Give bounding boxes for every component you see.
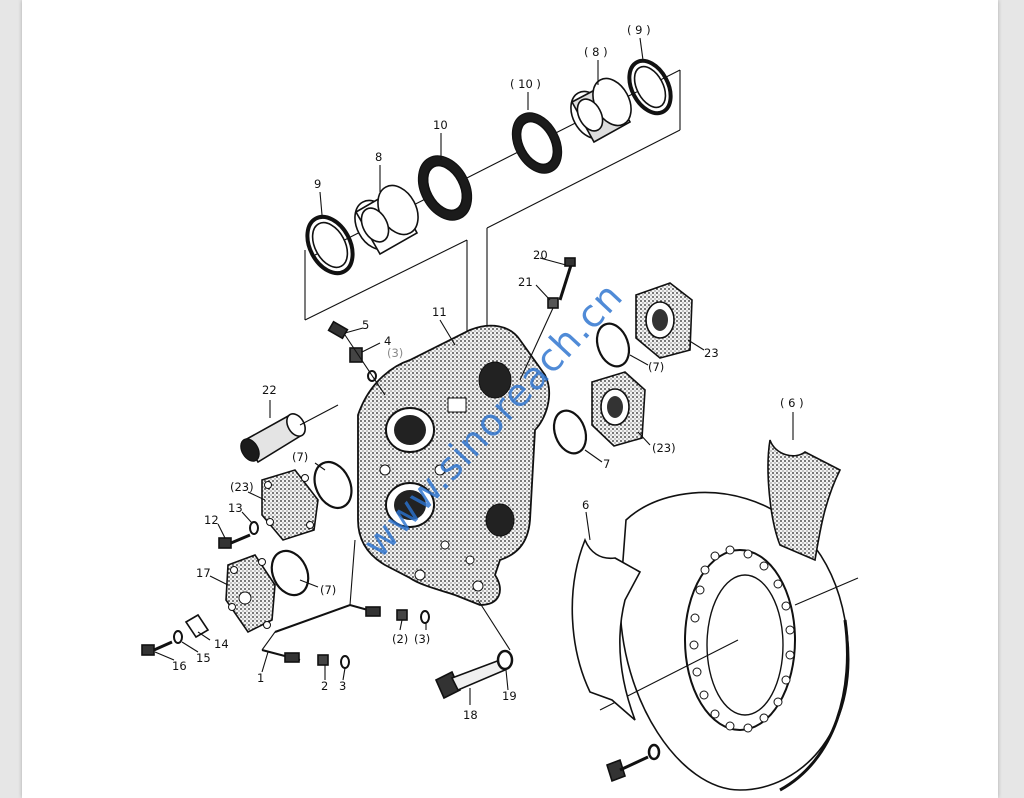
label-1: 1	[257, 671, 264, 685]
label-16: 16	[172, 659, 187, 673]
disc-bolt-holes	[689, 545, 795, 733]
dust-seal-10	[417, 155, 473, 221]
shim-6-front	[571, 537, 642, 721]
label-10: 10	[433, 118, 448, 132]
label-23-paren-left: (23)	[230, 480, 254, 494]
leader-lines	[154, 37, 794, 705]
brake-disc	[599, 491, 859, 792]
cover-23-right-top	[635, 282, 693, 359]
cover-17	[225, 554, 276, 634]
caliper-body-11	[357, 324, 550, 606]
seal-ring-9	[305, 214, 355, 276]
label-19: 19	[502, 689, 517, 703]
label-12: 12	[204, 513, 219, 527]
label-15: 15	[196, 651, 211, 665]
label-10-paren: ( 10 )	[510, 77, 541, 91]
brake-tube-1	[261, 539, 430, 669]
label-14: 14	[214, 637, 229, 651]
screw-20-nut-21	[519, 257, 576, 381]
dust-seal-10-alt	[511, 112, 563, 174]
label-7: 7	[603, 457, 610, 471]
bleeder-screw-22	[240, 404, 339, 464]
piston-8	[354, 184, 419, 256]
o-ring-7-right-top	[595, 322, 631, 368]
label-8: 8	[375, 150, 382, 164]
label-20: 20	[533, 248, 548, 262]
label-7-paren-c: (7)	[320, 583, 336, 597]
label-9-paren: ( 9 )	[627, 23, 651, 37]
label-5: 5	[362, 318, 369, 332]
seal-ring-9-alt	[627, 58, 673, 116]
document-sheet: 9 8 10 ( 10 ) ( 8 ) ( 9 ) 20 21 11 5 4 (…	[22, 0, 998, 798]
part-labels: 9 8 10 ( 10 ) ( 8 ) ( 9 ) 20 21 11 5 4 (…	[172, 23, 804, 722]
label-11: 11	[432, 305, 447, 319]
o-ring-7-left	[313, 460, 353, 510]
label-2: 2	[321, 679, 328, 693]
label-23: 23	[704, 346, 719, 360]
fitting-4-5	[327, 320, 386, 396]
label-2-paren: (2)	[392, 632, 408, 646]
o-ring-7-lower	[270, 549, 310, 597]
label-22: 22	[262, 383, 277, 397]
exploded-parts-diagram: 9 8 10 ( 10 ) ( 8 ) ( 9 ) 20 21 11 5 4 (…	[141, 23, 859, 792]
cover-23-right-mid	[591, 371, 646, 447]
bolt-16-washer-15-nut-14	[141, 613, 210, 656]
label-4: 4	[384, 334, 391, 348]
label-9: 9	[314, 177, 321, 191]
label-8-paren: ( 8 )	[584, 45, 608, 59]
cover-23-left	[261, 469, 319, 541]
bolt-12-washer-13	[218, 521, 259, 549]
label-3: 3	[339, 679, 346, 693]
disc-bolt-washer	[606, 743, 661, 783]
shim-6-back	[767, 439, 842, 562]
bolt-18-washer-19	[434, 599, 514, 700]
label-3-paren-top: (3)	[387, 346, 403, 360]
piston-8-alt	[570, 77, 632, 144]
label-6-paren: ( 6 )	[780, 396, 804, 410]
label-23-paren-right: (23)	[652, 441, 676, 455]
label-6: 6	[582, 498, 589, 512]
label-3-paren-bottom: (3)	[414, 632, 430, 646]
label-21: 21	[518, 275, 533, 289]
label-18: 18	[463, 708, 478, 722]
label-13: 13	[228, 501, 243, 515]
o-ring-7-right-mid	[552, 409, 588, 455]
label-7-paren-a: (7)	[648, 360, 664, 374]
label-7-paren-b: (7)	[292, 450, 308, 464]
label-17: 17	[196, 566, 211, 580]
